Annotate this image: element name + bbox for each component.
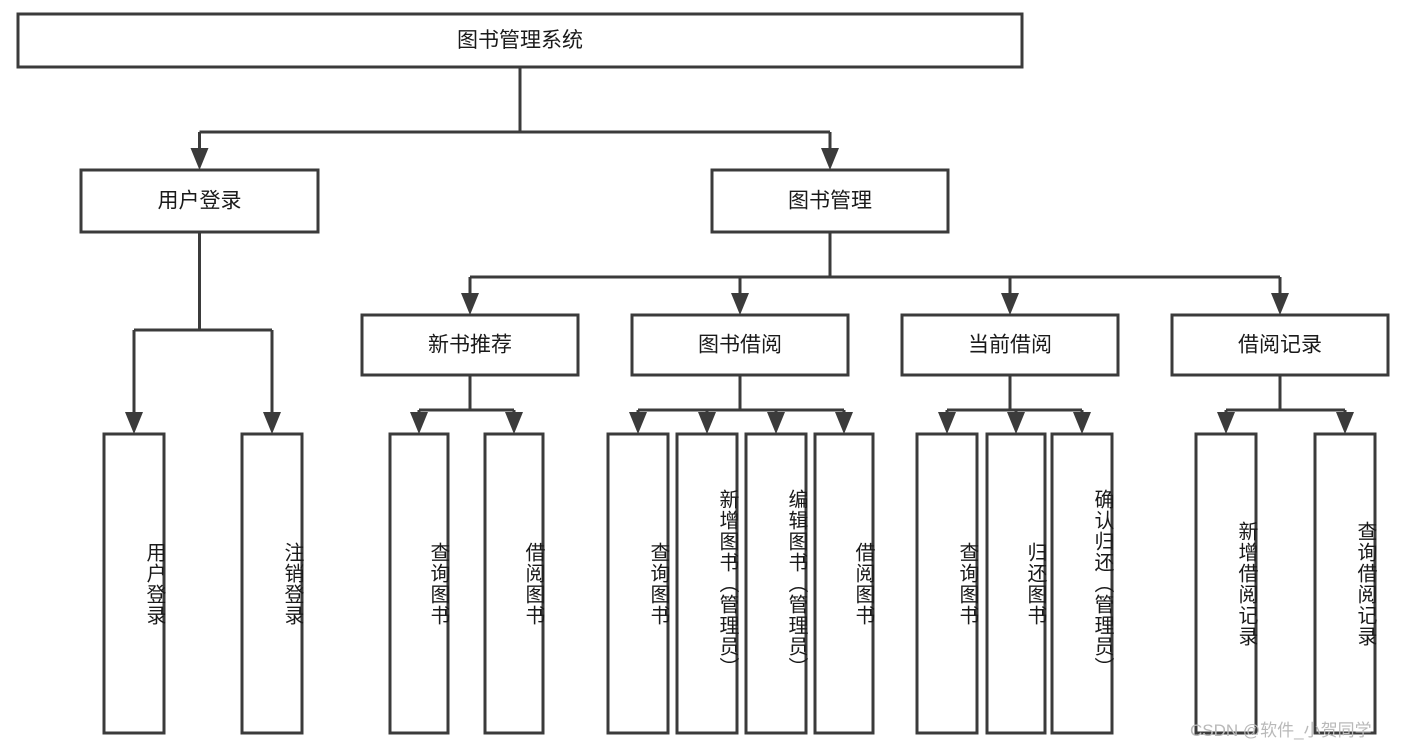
node-box-current-borrow[interactable] [900,313,1120,377]
node-box-leaf-query-record[interactable] [1313,432,1377,735]
arrow-head-icon [125,412,143,434]
arrow-head-icon [1007,412,1025,434]
node-box-new-book-recommend[interactable] [360,313,580,377]
arrow-head-icon [461,293,479,315]
arrow-head-icon [731,293,749,315]
arrow-head-icon [1336,412,1354,434]
node-box-leaf-return-book[interactable] [985,432,1047,735]
node-box-leaf-query-book-1[interactable] [388,432,450,735]
node-box-leaf-query-book-2[interactable] [606,432,670,735]
arrow-head-icon [1217,412,1235,434]
arrow-head-icon [1271,293,1289,315]
arrow-head-icon [505,412,523,434]
node-box-leaf-query-book-3[interactable] [915,432,979,735]
arrow-head-icon [410,412,428,434]
arrow-head-icon [767,412,785,434]
node-box-leaf-logout[interactable] [240,432,304,735]
node-label-book-manage: 图书管理 [788,190,872,213]
node-box-borrow-record[interactable] [1170,313,1390,377]
node-label-user-login: 用户登录 [158,190,242,213]
arrow-head-icon [821,148,839,170]
node-box-book-manage[interactable] [710,168,950,234]
node-box-book-borrow[interactable] [630,313,850,377]
node-label-book-borrow: 图书借阅 [698,334,782,357]
node-box-leaf-borrow-book-2[interactable] [813,432,875,735]
node-box-root[interactable] [16,12,1024,69]
arrow-head-icon [629,412,647,434]
node-label-current-borrow: 当前借阅 [968,334,1052,357]
arrow-head-icon [1001,293,1019,315]
arrow-head-icon [190,148,209,170]
arrow-head-icon [938,412,956,434]
node-box-leaf-borrow-book-1[interactable] [483,432,545,735]
node-box-leaf-add-record[interactable] [1194,432,1258,735]
node-box-leaf-edit-book[interactable] [744,432,808,735]
arrow-head-icon [698,412,716,434]
node-label-root: 图书管理系统 [457,29,583,52]
node-box-leaf-confirm-return[interactable] [1050,432,1114,735]
arrow-head-icon [263,412,281,434]
arrow-head-icon [835,412,853,434]
node-label-new-book-recommend: 新书推荐 [428,334,512,357]
node-label-borrow-record: 借阅记录 [1238,334,1322,357]
arrow-head-icon [1073,412,1091,434]
node-box-user-login[interactable] [79,168,320,234]
edge-layer [125,67,1354,434]
node-box-leaf-user-login[interactable] [102,432,166,735]
node-box-leaf-add-book[interactable] [675,432,739,735]
